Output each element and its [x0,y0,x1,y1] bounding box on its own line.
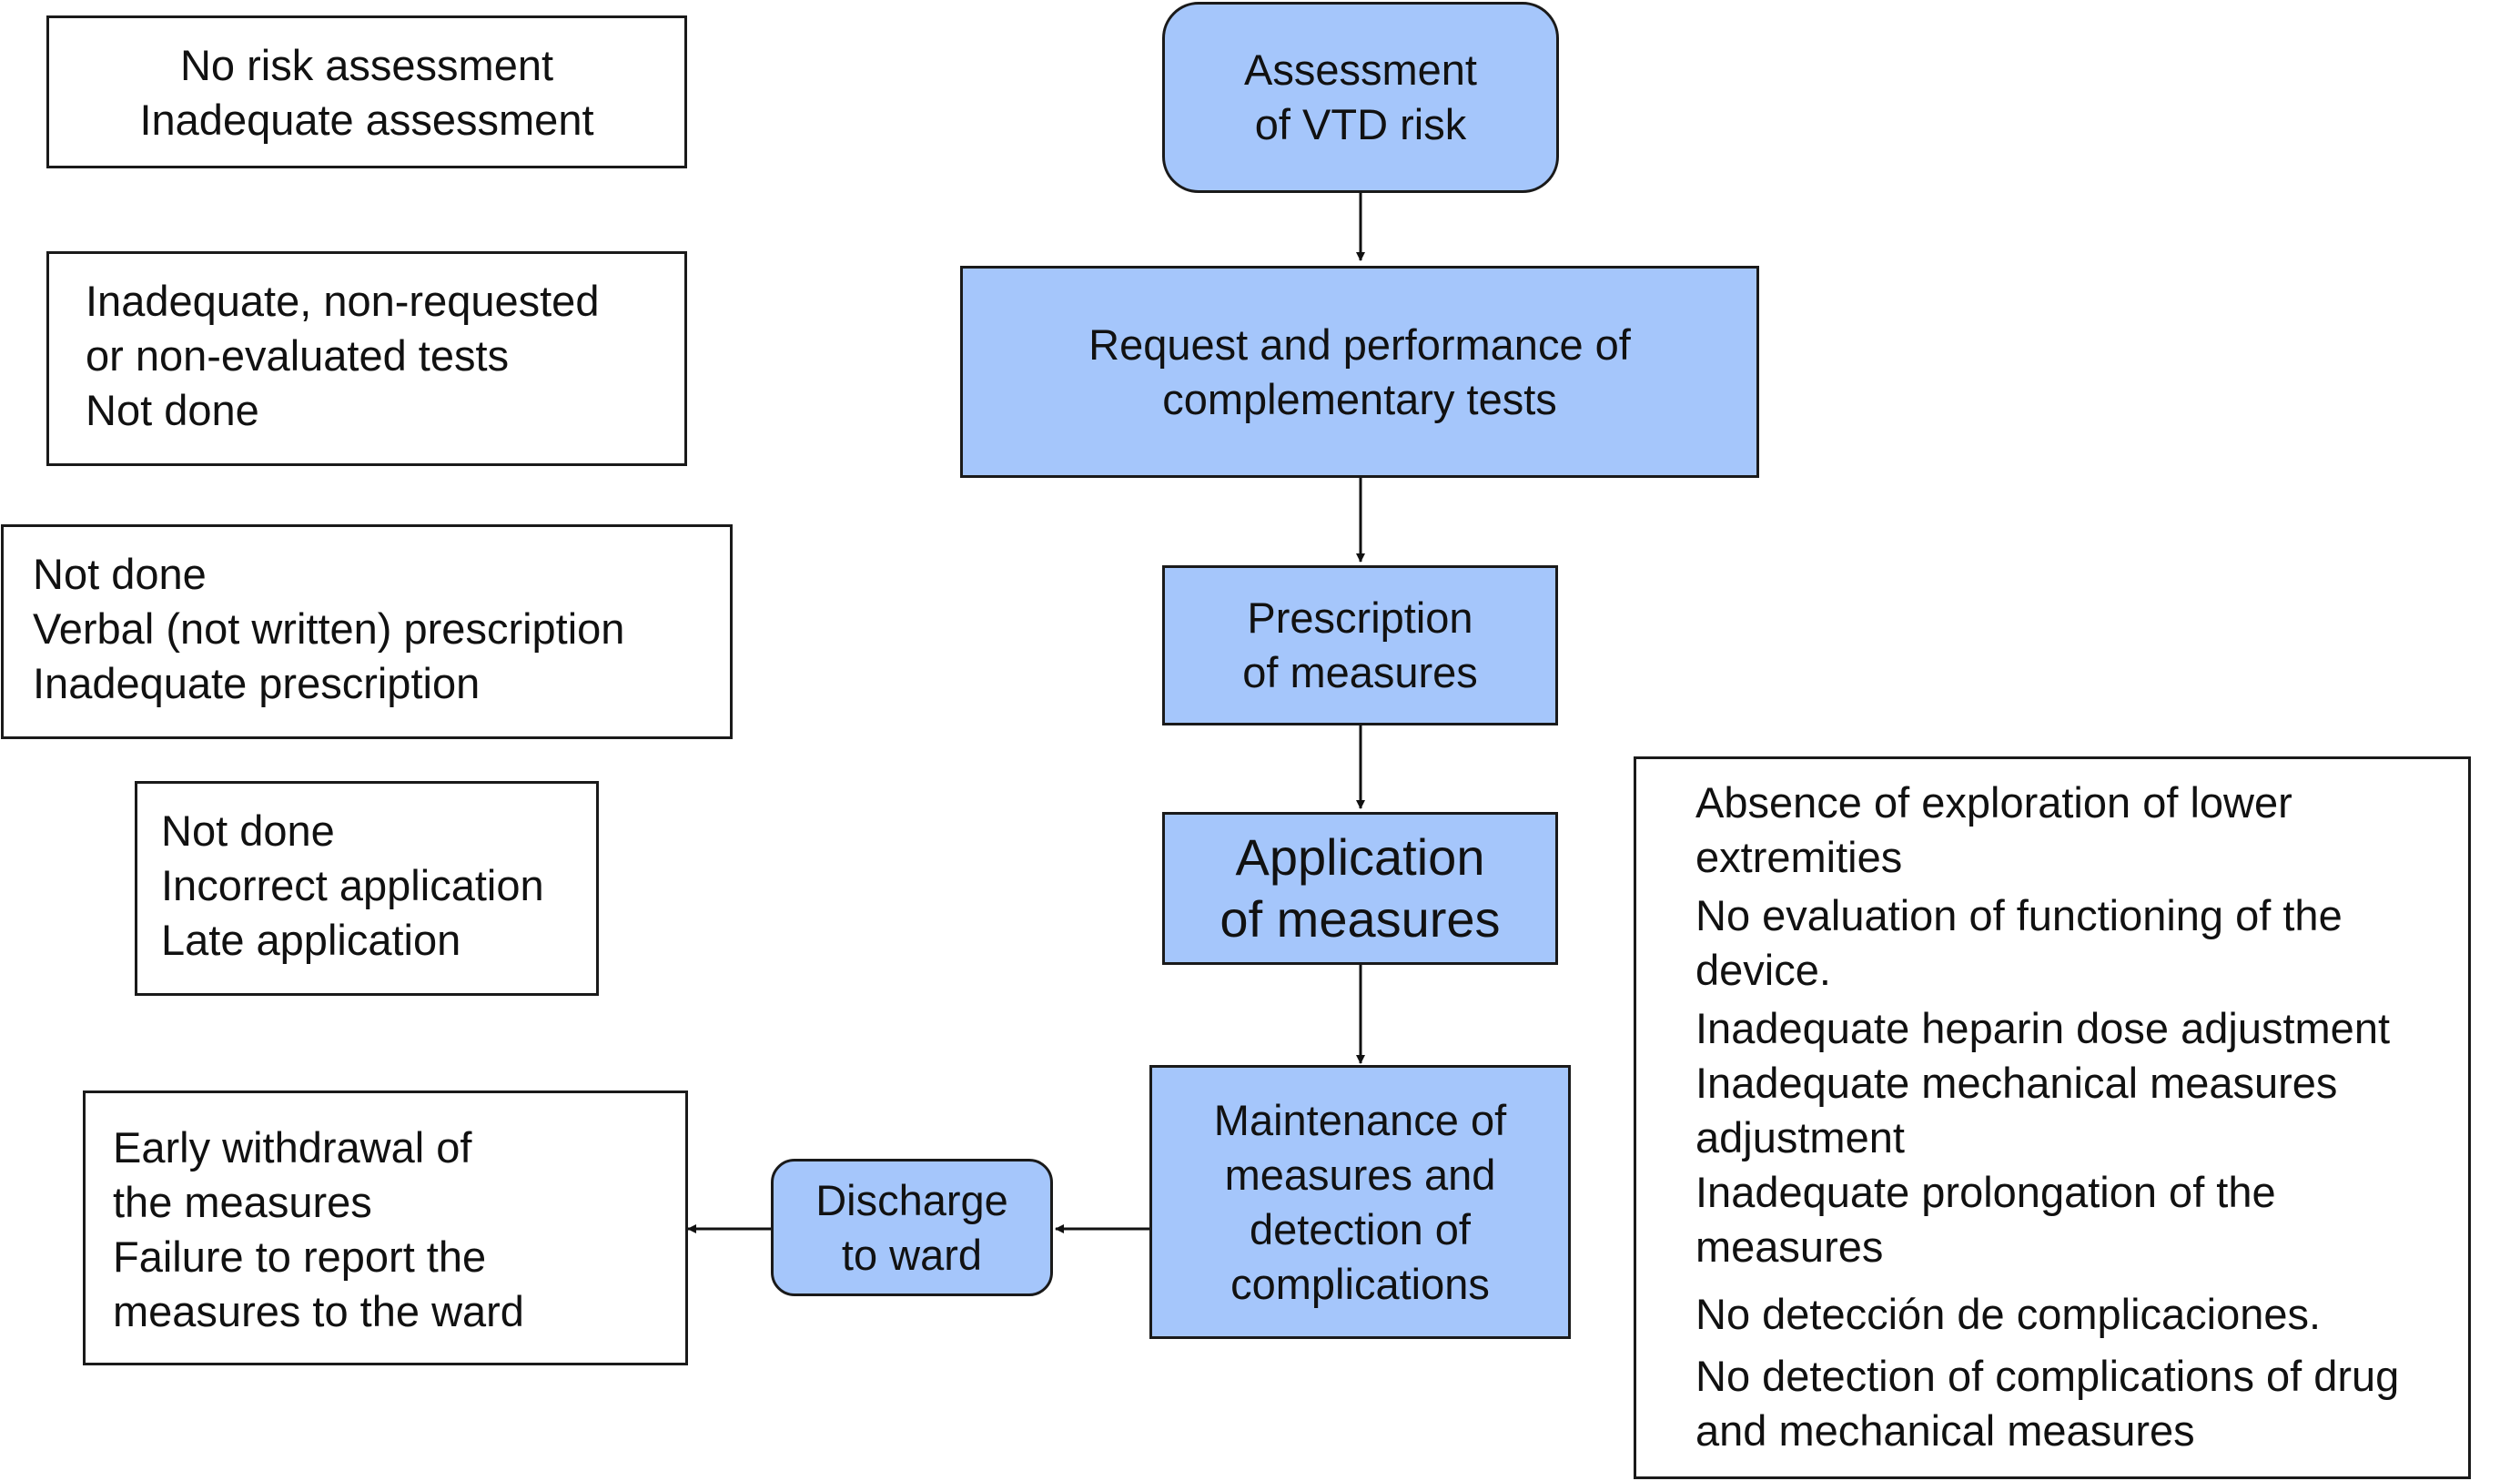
step-discharge-line-2: to ward [841,1230,983,1279]
step-maintenance-line-1: Maintenance of [1213,1095,1507,1144]
step-application: Application of measures [1162,812,1558,965]
step-prescription: Prescription of measures [1162,565,1558,725]
failures-request: Inadequate, non-requested or non-evaluat… [46,251,687,466]
step-maintenance-line-3: detection of [1249,1204,1471,1253]
step-maintenance-line-4: complications [1230,1259,1490,1308]
failures-prescription-line-2: Verbal (not written) prescription [33,604,625,653]
step-application-line-1: Application [1235,828,1485,886]
failures-request-line-2: or non-evaluated tests [86,331,510,380]
step-request-line-1: Request and performance of [1088,320,1631,369]
failures-maintenance-line-4: device. [1695,946,1831,994]
step-discharge-line-1: Discharge [815,1175,1008,1224]
step-maintenance-line-2: measures and [1224,1150,1496,1199]
failures-application: Not done Incorrect application Late appl… [135,781,599,996]
failures-maintenance-line-10: No detección de complicaciones. [1695,1290,2322,1338]
failures-application-line-3: Late application [161,916,461,964]
failures-maintenance-line-5: Inadequate heparin dose adjustment [1695,1004,2391,1052]
failures-maintenance-line-7: adjustment [1695,1113,1905,1161]
step-request: Request and performance of complementary… [960,266,1759,478]
failures-discharge-line-1: Early withdrawal of [113,1123,472,1172]
failures-assessment: No risk assessment Inadequate assessment [46,15,687,168]
step-assessment: Assessment of VTD risk [1162,2,1559,193]
failures-prescription: Not done Verbal (not written) prescripti… [1,524,733,739]
step-maintenance: Maintenance of measures and detection of… [1149,1065,1571,1339]
failures-application-line-1: Not done [161,806,335,855]
step-request-line-2: complementary tests [1162,374,1557,423]
step-prescription-line-1: Prescription [1247,593,1473,642]
failures-maintenance-line-6: Inadequate mechanical measures [1695,1059,2338,1107]
failures-request-line-1: Inadequate, non-requested [86,277,600,325]
failures-prescription-line-1: Not done [33,550,207,598]
failures-discharge-line-3: Failure to report the [113,1232,487,1281]
step-discharge: Discharge to ward [771,1159,1053,1296]
failures-discharge-line-4: measures to the ward [113,1287,524,1335]
failures-assessment-line-1: No risk assessment [179,41,554,89]
failures-maintenance: Absence of exploration of lower extremit… [1634,756,2471,1479]
failures-maintenance-line-11: No detection of complications of drug [1695,1352,2400,1400]
failures-discharge-line-2: the measures [113,1178,372,1226]
failures-application-line-2: Incorrect application [161,861,544,909]
step-assessment-line-2: of VTD risk [1254,100,1467,148]
step-application-line-2: of measures [1220,890,1501,948]
failures-maintenance-line-12: and mechanical measures [1695,1406,2195,1455]
failures-request-line-3: Not done [86,386,259,434]
step-assessment-line-1: Assessment [1244,46,1477,94]
failures-prescription-line-3: Inadequate prescription [33,659,481,707]
failures-maintenance-line-3: No evaluation of functioning of the [1695,891,2343,939]
failures-maintenance-line-8: Inadequate prolongation of the [1695,1168,2276,1216]
failures-maintenance-line-1: Absence of exploration of lower [1695,778,2292,827]
failures-maintenance-line-9: measures [1695,1222,1884,1271]
failures-assessment-line-2: Inadequate assessment [139,96,594,144]
step-prescription-line-2: of measures [1242,648,1478,696]
failures-maintenance-line-2: extremities [1695,833,1903,881]
failures-discharge: Early withdrawal of the measures Failure… [83,1090,688,1365]
